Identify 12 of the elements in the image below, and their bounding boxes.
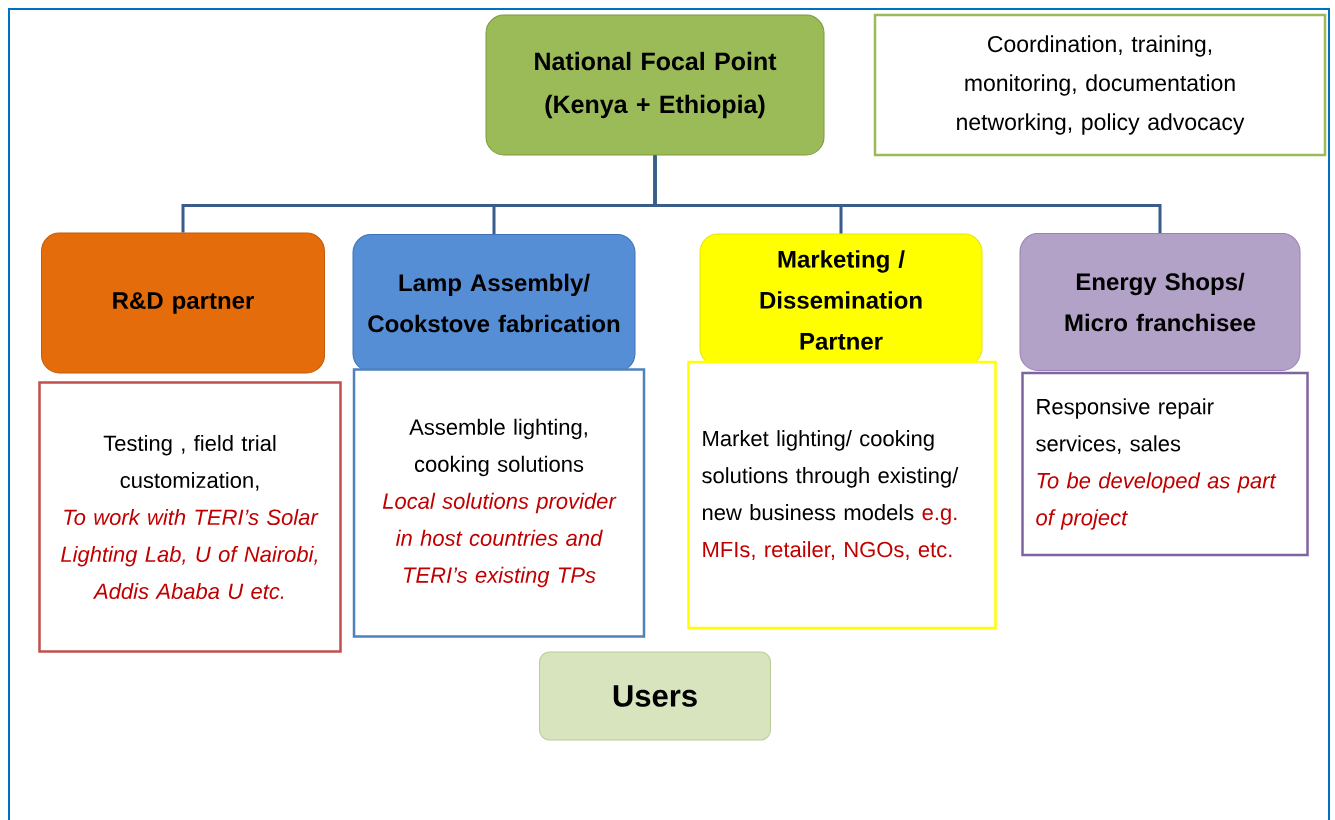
- note-box: Coordination, training, monitoring, documentation networking, policy advocacy: [873, 13, 1327, 157]
- description-box: Responsive repair services, sales To be developed as part of project: [1021, 371, 1309, 557]
- description-box: Assemble lighting, cooking solutions Local solutions provider in host countries and TERI’s existing TPs: [352, 368, 646, 638]
- focal-point-box: National Focal Point (Kenya + Ethiopia): [485, 14, 825, 156]
- partner-box: Marketing / Dissemination Partner: [699, 233, 983, 367]
- connector-line: [653, 155, 1162, 233]
- partner-box: Energy Shops/ Micro franchisee: [1019, 233, 1301, 371]
- description-box: Market lighting/ cooking solutions through existing/ new business models e.g. MFIs, retailer, NGOs, etc.: [687, 360, 997, 630]
- partner-box: R&D partner: [41, 232, 325, 374]
- description-box: Testing , field trial customization, To work with TERI’s Solar Lighting Lab, U of Nairobi, Addis Ababa U etc.: [38, 381, 342, 653]
- users-box: Users: [539, 651, 771, 741]
- partner-box: Lamp Assembly/ Cookstove fabrication: [352, 234, 636, 372]
